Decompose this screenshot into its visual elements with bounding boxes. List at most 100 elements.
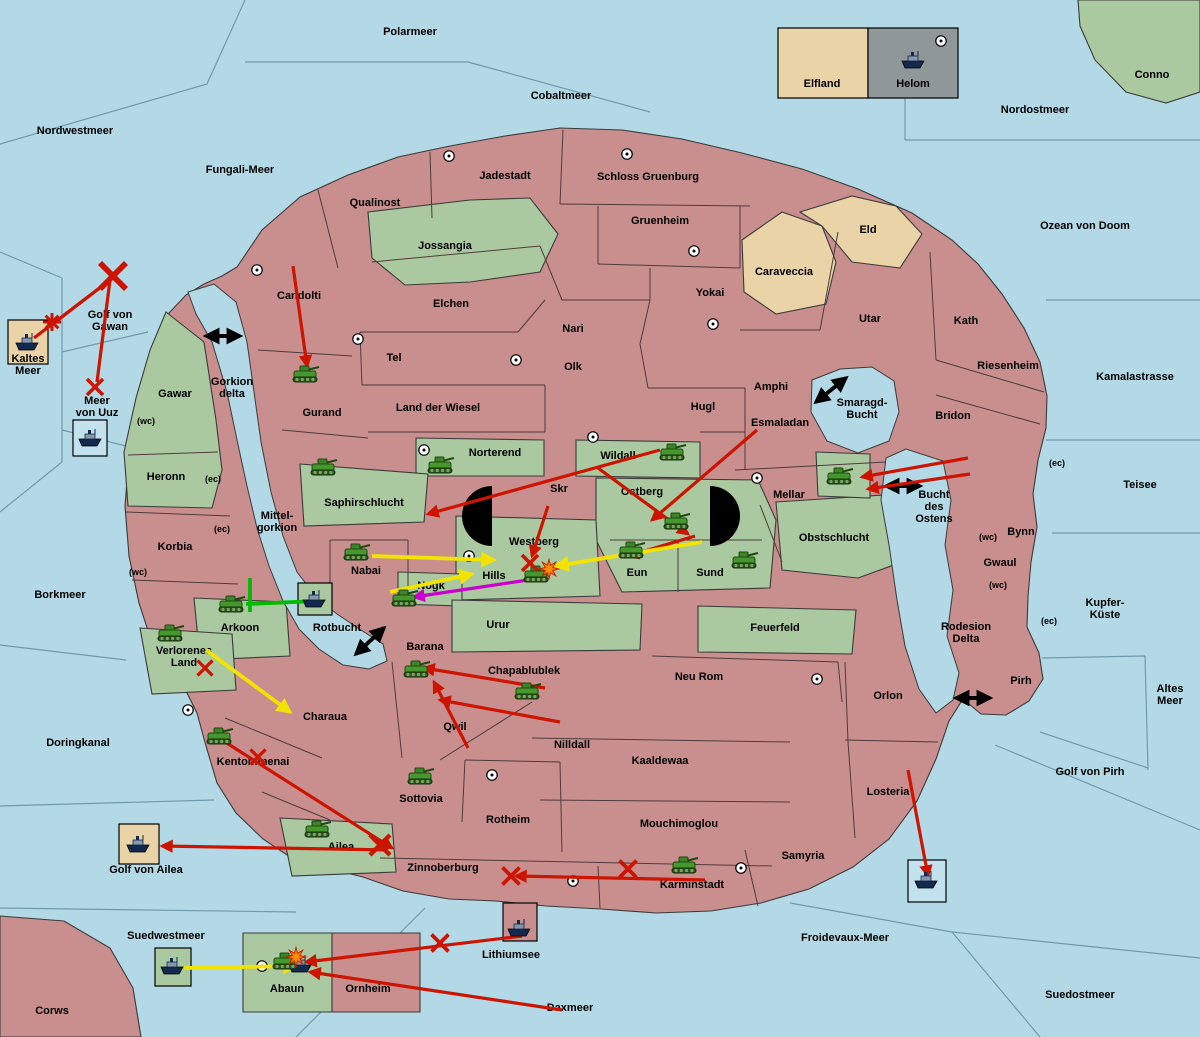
tank-unit[interactable] xyxy=(514,682,542,700)
territory-region-feuerfeld[interactable] xyxy=(697,605,857,655)
territory-label: Qualinost xyxy=(350,197,401,209)
tank-unit[interactable] xyxy=(663,512,691,530)
explosion-icon xyxy=(284,945,308,969)
territory-label: Gruenheim xyxy=(631,215,689,227)
ship-unit[interactable] xyxy=(302,590,326,608)
sea-border-line xyxy=(467,61,651,113)
tank-unit[interactable] xyxy=(292,365,320,383)
sea-label: Golf von Ailea xyxy=(109,864,183,876)
tank-unit[interactable] xyxy=(391,589,419,607)
unit-tile xyxy=(777,27,869,99)
territory-label: Barana xyxy=(406,641,444,653)
territory-border xyxy=(639,299,651,345)
tank-unit[interactable] xyxy=(206,727,234,745)
coast-tag-label: (wc) xyxy=(979,532,997,542)
strait-gate-icon xyxy=(710,486,740,546)
territory-border xyxy=(539,245,563,301)
territory-region-caraveccia[interactable] xyxy=(741,211,837,315)
ship-unit[interactable] xyxy=(15,333,39,351)
bay-water-bucht-des-ostens xyxy=(880,448,960,714)
territory-label: Land der Wiesel xyxy=(396,402,480,414)
coast-tag-label: (wc) xyxy=(137,416,155,426)
tank-unit[interactable] xyxy=(343,543,371,561)
territory-region-jossangia[interactable] xyxy=(367,197,559,286)
territory-label: Nari xyxy=(562,323,583,335)
ship-unit[interactable] xyxy=(914,871,938,889)
territory-border xyxy=(935,394,1041,425)
territory-label: Skr xyxy=(550,483,568,495)
move-arrow-yellow xyxy=(371,551,498,568)
sea-border-line xyxy=(0,907,297,913)
territory-region-saphirschlucht[interactable] xyxy=(299,463,429,527)
territory-label: Feuerfeld xyxy=(750,622,800,634)
territory-region-verlorenes-land[interactable] xyxy=(139,627,237,695)
battle-x-marker xyxy=(618,859,638,879)
ship-unit[interactable] xyxy=(78,429,102,447)
city-marker xyxy=(735,862,747,874)
territory-label: Tel xyxy=(386,352,401,364)
battle-x-marker xyxy=(520,553,540,573)
tank-unit[interactable] xyxy=(427,456,455,474)
territory-border xyxy=(464,759,561,763)
tank-unit[interactable] xyxy=(407,767,435,785)
territory-border xyxy=(847,741,856,839)
sea-label: Cobaltmeer xyxy=(531,90,592,102)
tank-unit[interactable] xyxy=(659,443,687,461)
territory-region-eld[interactable] xyxy=(798,195,923,269)
sea-border-line xyxy=(1144,655,1149,771)
territory-label: Helom xyxy=(896,78,930,90)
territory-region-gawar-heronn[interactable] xyxy=(123,311,223,509)
territory-border xyxy=(531,737,791,743)
ship-unit[interactable] xyxy=(901,51,925,69)
tank-unit[interactable] xyxy=(310,458,338,476)
territory-label: Jadestadt xyxy=(479,170,531,182)
sea-border-line xyxy=(951,931,1041,1037)
city-marker xyxy=(510,354,522,366)
ship-unit[interactable] xyxy=(160,957,184,975)
sea-label: Doringkanal xyxy=(46,737,110,749)
sea-label: Polarmeer xyxy=(383,26,438,38)
tank-unit[interactable] xyxy=(218,595,246,613)
sea-border-line xyxy=(994,744,1200,831)
territory-label: Charaua xyxy=(303,711,348,723)
territory-border xyxy=(317,189,339,269)
territory-label: Zinnoberburg xyxy=(407,862,479,874)
territory-label: Riesenheim xyxy=(977,360,1039,372)
tank-unit[interactable] xyxy=(304,820,332,838)
territory-border xyxy=(371,245,541,263)
ship-unit[interactable] xyxy=(507,919,531,937)
territory-border xyxy=(819,231,839,331)
move-arrow-red xyxy=(437,695,561,724)
territory-region-corws[interactable] xyxy=(0,915,142,1037)
territory-border xyxy=(461,759,466,823)
city-marker xyxy=(688,245,700,257)
tank-unit[interactable] xyxy=(826,467,854,485)
territory-region-conno[interactable] xyxy=(1077,0,1200,104)
coast-tag-label: (ec) xyxy=(205,474,221,484)
ship-unit[interactable] xyxy=(126,835,150,853)
tank-unit[interactable] xyxy=(618,541,646,559)
sea-label: Rotbucht xyxy=(313,622,362,634)
territory-border xyxy=(539,799,791,803)
tank-unit[interactable] xyxy=(671,856,699,874)
territory-border xyxy=(379,857,773,867)
tank-unit[interactable] xyxy=(403,660,431,678)
territory-label: Gurand xyxy=(302,407,341,419)
territory-border xyxy=(559,203,751,207)
territory-region-ornheim[interactable] xyxy=(331,932,421,1013)
tank-unit[interactable] xyxy=(157,624,185,642)
territory-region-urur[interactable] xyxy=(451,599,643,653)
coast-tag-label: (ec) xyxy=(214,524,230,534)
sea-label: Ozean von Doom xyxy=(1040,220,1130,232)
move-arrow-yellow xyxy=(389,568,476,594)
territory-border xyxy=(651,655,839,663)
territory-label: Candolti xyxy=(277,290,321,302)
territory-border xyxy=(597,263,741,269)
sea-label: Nordostmeer xyxy=(1001,104,1070,116)
sea-label: Golf von Pirh xyxy=(1055,766,1124,778)
tank-unit[interactable] xyxy=(731,551,759,569)
territory-label: Chapablublek xyxy=(488,665,561,677)
